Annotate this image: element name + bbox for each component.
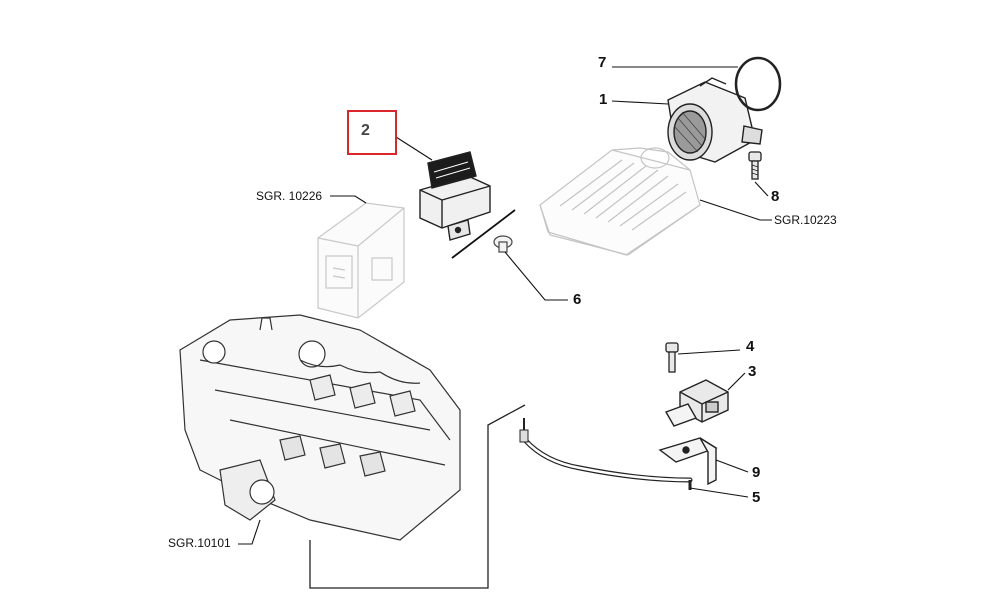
callout-4: 4 [746, 338, 755, 355]
leader-sgr-10226 [330, 195, 367, 204]
callout-2: 2 [361, 122, 370, 139]
leader-4 [677, 349, 741, 355]
callout-5: 5 [752, 489, 761, 506]
leader-9 [715, 459, 749, 473]
relay-drawing [419, 151, 491, 241]
ref-sgr-10101: SGR.10101 [168, 536, 231, 550]
sensor-drawing [664, 379, 729, 427]
leader-sgr-10223 [699, 199, 772, 221]
callout-9: 9 [752, 464, 761, 481]
bolt-8-drawing [748, 151, 762, 180]
relay-bracket-line [451, 209, 516, 259]
leader-8 [754, 181, 769, 197]
leader-2 [395, 136, 433, 161]
bolt-4-drawing [665, 342, 679, 373]
leader-5 [689, 487, 749, 498]
callout-1: 1 [599, 91, 608, 108]
leader-1 [611, 100, 669, 105]
air-flow-meter-drawing [667, 77, 763, 163]
ref-sgr-10226: SGR. 10226 [256, 189, 323, 203]
cylinder-head-drawing [179, 314, 461, 541]
bracket-9-drawing [658, 437, 718, 486]
ref-sgr-10223: SGR.10223 [774, 213, 837, 227]
callout-3: 3 [748, 363, 757, 380]
leader-lines [238, 66, 772, 545]
callout-8: 8 [771, 188, 780, 205]
leader-6 [504, 251, 568, 301]
callout-6: 6 [573, 291, 582, 308]
leader-sgr-10101 [238, 519, 261, 545]
seal-ring-drawing [734, 56, 782, 112]
highlight-box [347, 110, 397, 155]
harness-leader-line [309, 404, 526, 589]
leader-3 [727, 372, 746, 391]
clip-drawing [493, 235, 513, 253]
ecu-module-drawing [317, 202, 405, 319]
temperature-wire-drawing [519, 418, 693, 490]
air-filter-box-drawing [539, 147, 701, 256]
callout-7: 7 [598, 54, 607, 71]
